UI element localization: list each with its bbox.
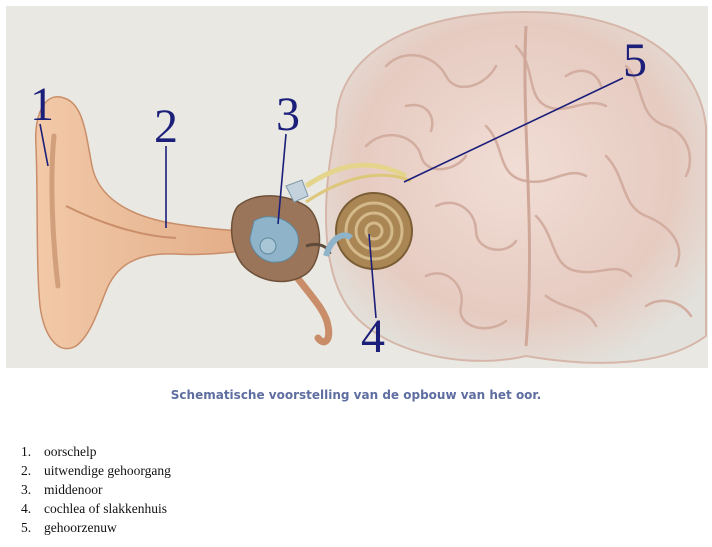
- legend-number: 2.: [21, 463, 32, 478]
- figure-caption: Schematische voorstelling van de opbouw …: [170, 388, 542, 402]
- legend-text: oorschelp: [44, 444, 97, 459]
- callout-leader-lines: [39, 77, 624, 319]
- legend-number: 4.: [21, 501, 32, 516]
- legend-number: 1.: [21, 444, 32, 459]
- brain-illustration: [325, 10, 707, 364]
- callout-number-5: 5: [623, 34, 647, 87]
- leader-line-1: [39, 123, 49, 167]
- leader-line-3: [277, 133, 287, 225]
- callout-number-3: 3: [276, 88, 300, 141]
- legend-text: cochlea of slakkenhuis: [44, 501, 167, 516]
- legend-item: 5. gehoorzenuw: [21, 518, 171, 537]
- legend-item: 4. cochlea of slakkenhuis: [21, 499, 171, 518]
- ear-anatomy-illustration: 1 2 3 4 5: [6, 6, 708, 368]
- legend-item: 2. uitwendige gehoorgang: [21, 461, 171, 480]
- callout-number-1: 1: [30, 78, 54, 131]
- legend-item: 1. oorschelp: [21, 442, 171, 461]
- legend-text: uitwendige gehoorgang: [44, 463, 171, 478]
- legend-number: 3.: [21, 482, 32, 497]
- outer-ear-illustration: [35, 96, 333, 350]
- legend-item: 3. middenoor: [21, 480, 171, 499]
- middle-ear-illustration: [230, 179, 332, 283]
- legend-number: 5.: [21, 520, 32, 535]
- callout-number-4: 4: [361, 310, 385, 363]
- legend-text: gehoorzenuw: [44, 520, 117, 535]
- leader-line-4: [368, 233, 377, 319]
- legend-text: middenoor: [44, 482, 103, 497]
- callout-number-2: 2: [154, 100, 178, 153]
- legend-list: 1. oorschelp 2. uitwendige gehoorgang 3. mi…: [21, 442, 171, 537]
- leader-line-5: [403, 77, 624, 183]
- cochlea-illustration: [304, 162, 413, 270]
